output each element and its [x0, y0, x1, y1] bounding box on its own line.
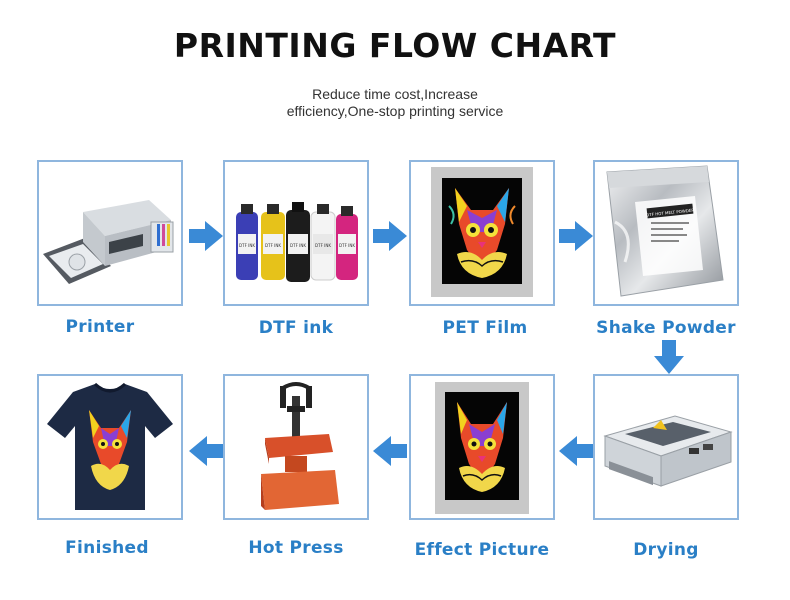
arrow-left-icon — [189, 436, 223, 470]
arrow-left-icon — [559, 436, 593, 470]
heat-press-icon — [261, 382, 339, 510]
ink-label-blue: DTF INK — [239, 243, 255, 248]
step-label-drying: Drying — [633, 540, 699, 560]
ink-bottles-icon: DTF INK DTF INK DTF INK DTF INK DTF INK — [236, 202, 358, 282]
powder-bag-label: DTF HOT MELT POWDER — [646, 207, 695, 217]
step-box-shake-powder: DTF HOT MELT POWDER — [593, 160, 739, 306]
ink-label-magenta: DTF INK — [339, 243, 355, 248]
step-label-finished: Finished — [65, 538, 149, 558]
step-box-dtf-ink: DTF INK DTF INK DTF INK DTF INK DTF INK — [223, 160, 369, 306]
step-box-effect-picture — [409, 374, 555, 520]
step-box-hot-press — [223, 374, 369, 520]
printer-icon — [43, 200, 174, 284]
page-title: PRINTING FLOW CHART — [173, 26, 617, 65]
step-label-printer: Printer — [65, 317, 135, 337]
dryer-oven-icon — [603, 415, 733, 487]
step-label-dtf-ink: DTF ink — [258, 318, 334, 338]
step-label-effect-picture: Effect Picture — [414, 540, 550, 560]
arrow-right-icon — [373, 221, 407, 255]
ink-label-black: DTF INK — [290, 243, 306, 248]
effect-picture-icon — [435, 382, 529, 514]
subtitle-line-1: Reduce time cost,Increase — [312, 86, 478, 102]
page-subtitle: Reduce time cost,Increase efficiency,One… — [0, 86, 790, 120]
step-label-hot-press: Hot Press — [248, 538, 344, 558]
step-box-printer — [37, 160, 183, 306]
arrow-down-icon — [654, 340, 684, 378]
arrow-left-icon — [373, 436, 407, 470]
tshirt-icon — [47, 382, 173, 510]
step-box-drying — [593, 374, 739, 520]
pet-film-icon — [431, 167, 533, 297]
step-box-finished — [37, 374, 183, 520]
step-label-pet-film: PET Film — [442, 318, 528, 338]
arrow-right-icon — [559, 221, 593, 255]
ink-label-yellow: DTF INK — [265, 243, 281, 248]
arrow-right-icon — [189, 221, 223, 255]
step-label-shake-powder: Shake Powder — [596, 318, 736, 338]
subtitle-line-2: efficiency,One-stop printing service — [286, 103, 504, 119]
powder-bag-icon: DTF HOT MELT POWDER — [606, 165, 724, 297]
ink-label-white: DTF INK — [315, 243, 331, 248]
step-box-pet-film — [409, 160, 555, 306]
